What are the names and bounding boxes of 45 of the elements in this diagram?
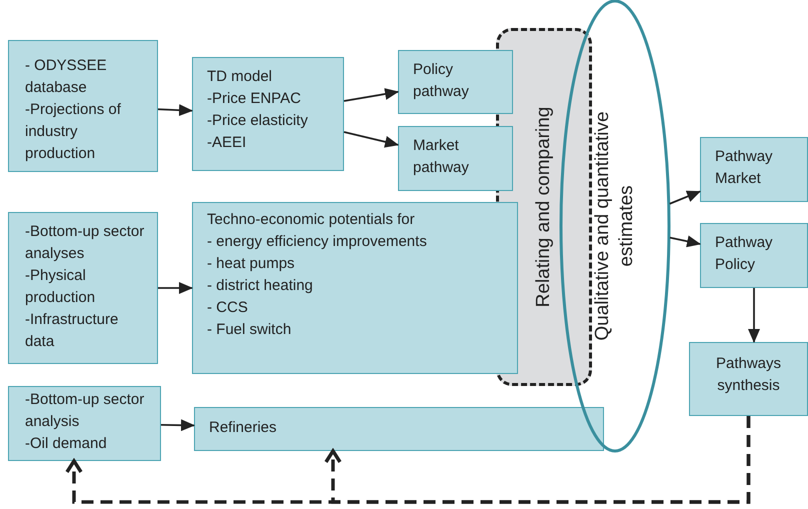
box-text: Pathway Policy — [715, 233, 774, 275]
process-box — [194, 407, 604, 451]
rotated-label: Qualitative and quantitative estimates — [591, 111, 638, 341]
process-box — [192, 202, 518, 374]
process-box — [700, 223, 808, 288]
box-text: Policy pathway — [413, 60, 470, 102]
dashed-arrow — [324, 416, 750, 504]
process-box — [700, 137, 808, 202]
arrow — [344, 88, 399, 102]
rotated-label: Relating and comparing — [532, 106, 555, 308]
box-text: -Price elasticity — [207, 111, 309, 131]
box-text: -Price ENPAC — [207, 89, 302, 109]
arrow — [344, 131, 399, 148]
process-box — [192, 57, 344, 171]
box-text: -Infrastructure data — [25, 310, 120, 352]
box-text: - energy efficiency improvements — [207, 232, 428, 252]
box-text: - CCS — [207, 298, 249, 318]
process-box — [398, 50, 513, 114]
box-text: - Fuel switch — [207, 320, 292, 340]
box-text: -Oil demand — [25, 434, 108, 454]
arrow — [669, 190, 701, 205]
process-box — [689, 342, 808, 416]
box-text: -AEEI — [207, 133, 248, 153]
box-text: Refineries — [209, 418, 278, 438]
box-text: Pathway Market — [715, 147, 774, 189]
box-text: -Bottom-up sector analysis — [25, 390, 146, 432]
arrow — [158, 104, 193, 116]
box-text: - heat pumps — [207, 254, 296, 274]
box-text: -Physical production — [25, 266, 96, 308]
box-text: - district heating — [207, 276, 314, 296]
box-text: -Bottom-up sector analyses — [25, 222, 146, 264]
arrow — [158, 282, 193, 294]
arrow — [160, 419, 195, 432]
arrow — [670, 235, 701, 248]
process-box — [8, 212, 158, 364]
box-text: -Projections of industry production — [25, 100, 122, 164]
box-text: Techno-economic potentials for — [207, 210, 416, 230]
arrow — [748, 288, 760, 343]
box-text: Market pathway — [413, 136, 470, 178]
box-text: TD model — [207, 67, 274, 87]
box-text: - ODYSSEE database — [25, 56, 108, 98]
process-box — [8, 40, 158, 172]
box-text: Pathways synthesis — [714, 354, 782, 396]
process-box — [8, 386, 161, 461]
process-box — [398, 126, 513, 191]
